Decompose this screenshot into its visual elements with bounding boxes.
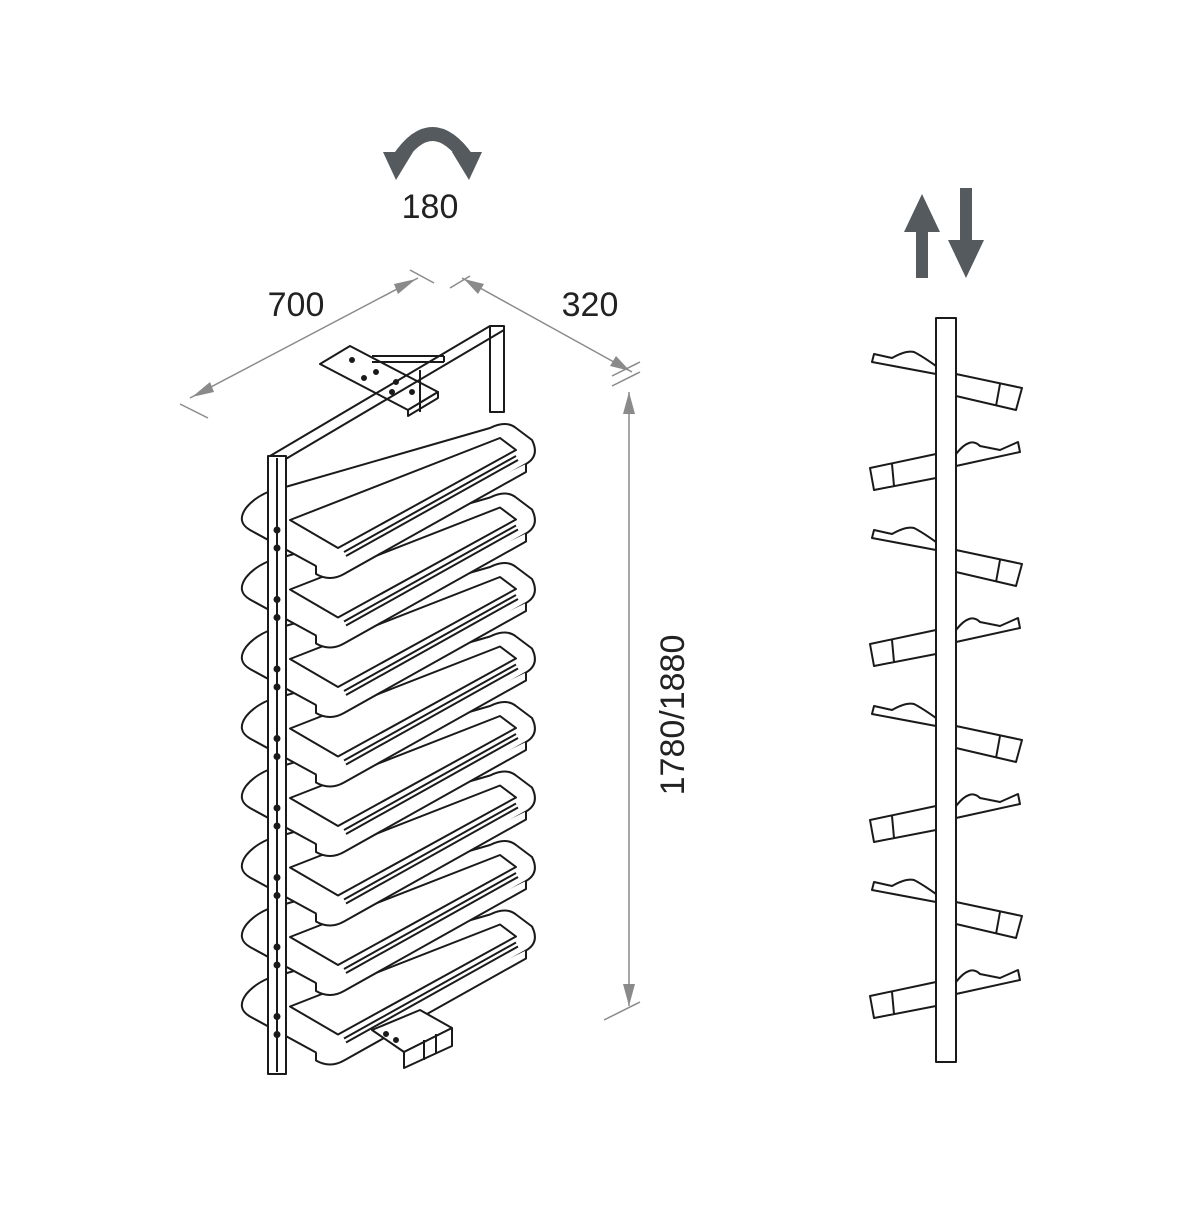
shelf-stack — [240, 423, 536, 1066]
depth-label: 320 — [562, 286, 619, 324]
side-shelf — [869, 441, 1021, 491]
post-hole — [273, 735, 281, 742]
side-view-profile — [869, 317, 1023, 1063]
shelf-tray — [240, 423, 536, 579]
post-hole — [273, 614, 281, 621]
shelf-tray — [240, 562, 536, 718]
front-upright-post — [267, 455, 287, 1075]
depth-dimension — [449, 275, 641, 387]
post-hole — [273, 596, 281, 603]
height-dimension — [603, 392, 641, 1021]
top-mounting-plate — [319, 345, 445, 417]
post-hole — [273, 943, 281, 951]
post-hole — [273, 753, 281, 760]
height-label: 1780/1880 — [654, 635, 692, 796]
side-shelf-stack — [869, 350, 1023, 1019]
side-shelf — [869, 617, 1021, 667]
post-hole — [273, 526, 281, 534]
post-hole — [273, 892, 281, 899]
post-hole — [273, 1013, 281, 1020]
rotate-arrows-icon — [383, 127, 482, 180]
side-shelf — [871, 526, 1023, 587]
shelf-tray — [240, 631, 536, 788]
bottom-rail — [371, 1009, 453, 1069]
rear-frame — [269, 325, 505, 461]
side-shelf — [869, 793, 1021, 843]
post-hole — [273, 1031, 281, 1038]
width-label: 700 — [268, 286, 325, 324]
up-down-arrows-icon — [904, 188, 984, 278]
post-hole — [273, 683, 281, 691]
side-shelf — [871, 702, 1023, 763]
side-shelf — [871, 878, 1023, 939]
width-dimension — [179, 269, 435, 419]
shelf-tray — [240, 701, 536, 857]
post-hole — [273, 804, 281, 812]
post-holes — [273, 526, 281, 1038]
post-hole — [273, 822, 281, 830]
post-hole — [273, 665, 281, 673]
side-shelf — [871, 350, 1023, 411]
post-hole — [273, 961, 281, 969]
post-hole — [273, 874, 281, 881]
rotation-angle-label: 180 — [402, 188, 459, 226]
post-hole — [273, 544, 281, 552]
rotating-shelf-unit — [240, 325, 536, 1075]
side-shelf — [869, 969, 1021, 1019]
shelf-tray — [240, 909, 536, 1066]
center-column — [935, 317, 957, 1063]
shelf-tray — [240, 492, 536, 649]
